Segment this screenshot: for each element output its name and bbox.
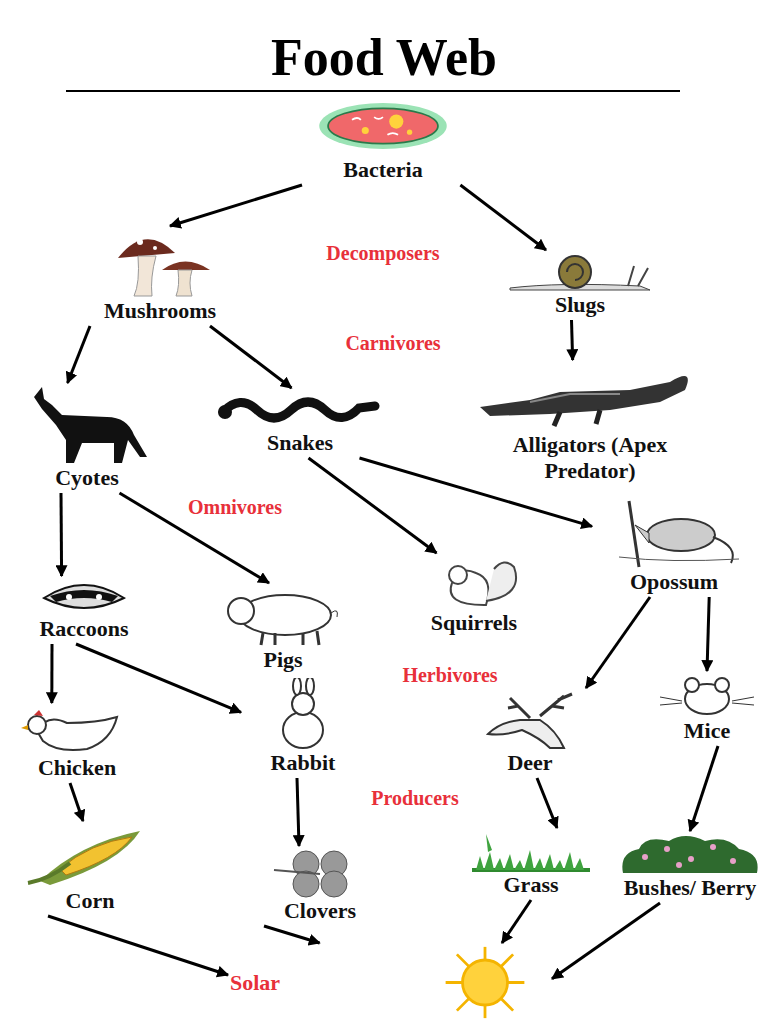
- organism-node: Grass: [466, 830, 596, 898]
- feeding-arrow: [460, 185, 546, 250]
- pig-icon: [213, 585, 353, 647]
- energy-source-label: Solar: [230, 970, 280, 996]
- organism-name: Rabbit: [271, 750, 336, 776]
- coyote-icon: [22, 385, 152, 465]
- organism-node: Opossum: [594, 497, 754, 595]
- bush-icon: [615, 833, 765, 875]
- organism-node: Mice: [652, 673, 762, 744]
- feeding-arrow: [70, 783, 83, 821]
- gator-icon: [470, 362, 710, 432]
- organism-node: Raccoons: [4, 578, 164, 642]
- organism-node: Squirrels: [399, 555, 549, 636]
- clover-icon: [250, 848, 390, 898]
- organism-node: Clovers: [250, 848, 390, 924]
- feeding-arrow: [552, 903, 660, 979]
- snake-icon: [215, 390, 385, 430]
- diagram-title: Food Web: [0, 30, 768, 86]
- organism-name: Opossum: [630, 569, 718, 595]
- feeding-arrow: [572, 320, 573, 360]
- organism-node: Deer: [460, 690, 600, 776]
- organism-node: Slugs: [495, 252, 665, 318]
- organism-name: Chicken: [38, 755, 116, 781]
- organism-node: Pigs: [213, 585, 353, 673]
- trophic-level-label: Herbivores: [399, 664, 500, 687]
- organism-name: Snakes: [267, 430, 333, 456]
- organism-name: Pigs: [263, 647, 302, 673]
- feeding-arrow: [264, 926, 320, 943]
- chicken-icon: [7, 705, 147, 755]
- mouse-icon: [652, 673, 762, 718]
- organism-name: Slugs: [555, 292, 605, 318]
- organism-name: Squirrels: [431, 610, 517, 636]
- snail-icon: [495, 252, 665, 292]
- organism-name: Clovers: [284, 898, 356, 924]
- feeding-arrow: [60, 493, 64, 576]
- feeding-arrow: [68, 326, 91, 383]
- sun-icon: [420, 945, 550, 1020]
- organism-name: Mushrooms: [104, 298, 216, 324]
- organism-name: Grass: [504, 872, 559, 898]
- grass-icon: [466, 830, 596, 872]
- feeding-arrow: [210, 326, 292, 388]
- organism-node: Bushes/ Berry: [615, 833, 765, 901]
- bacteria-icon: [293, 95, 473, 157]
- organism-node: Cyotes: [22, 385, 152, 491]
- organism-name: Alligators (Apex Predator): [466, 432, 714, 484]
- organism-name: Raccoons: [39, 616, 128, 642]
- trophic-level-label: Producers: [368, 787, 461, 810]
- organism-name: Bushes/ Berry: [624, 875, 757, 901]
- feeding-arrow: [502, 900, 531, 943]
- rabbit-icon: [243, 678, 363, 750]
- feeding-arrow: [50, 644, 53, 703]
- organism-node: Mushrooms: [60, 228, 260, 324]
- feeding-arrow: [707, 597, 709, 671]
- opossum-icon: [594, 497, 754, 569]
- trophic-level-label: Decomposers: [323, 242, 442, 265]
- feeding-arrow: [297, 778, 299, 846]
- organism-name: Bacteria: [343, 157, 422, 183]
- organism-node: Corn: [20, 823, 160, 914]
- feeding-arrow: [537, 778, 557, 828]
- organism-name: Corn: [66, 888, 115, 914]
- organism-node: Bacteria: [293, 95, 473, 183]
- mushroom-icon: [60, 228, 260, 298]
- corn-icon: [20, 823, 160, 888]
- organism-node: Chicken: [7, 705, 147, 781]
- raccoon-icon: [4, 578, 164, 616]
- feeding-arrow: [48, 916, 228, 975]
- feeding-arrow: [586, 597, 650, 688]
- deer-icon: [460, 690, 600, 750]
- organism-node: Alligators (Apex Predator): [466, 362, 714, 484]
- feeding-arrow: [76, 644, 241, 712]
- feeding-arrow: [690, 746, 718, 831]
- organism-node: Solar: [230, 945, 550, 1020]
- organism-node: Rabbit: [243, 678, 363, 776]
- title-underline: [66, 90, 680, 92]
- organism-name: Mice: [684, 718, 730, 744]
- organism-name: Deer: [507, 750, 552, 776]
- organism-name: Cyotes: [55, 465, 119, 491]
- feeding-arrow: [170, 185, 302, 226]
- feeding-arrow: [309, 458, 437, 553]
- organism-node: Snakes: [215, 390, 385, 456]
- trophic-level-label: Carnivores: [342, 332, 443, 355]
- trophic-level-label: Omnivores: [185, 496, 285, 519]
- squirrel-icon: [399, 555, 549, 610]
